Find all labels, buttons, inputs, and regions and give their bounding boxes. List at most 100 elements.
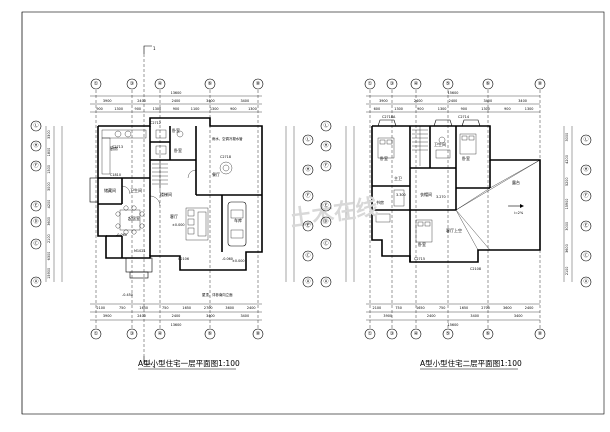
plan2-dim-bottom-3: 750 [439, 306, 445, 310]
plan2-title: A型小型住宅二层平面图1:100 [420, 358, 522, 368]
plan1-axis-left-3-circle [30, 200, 42, 212]
plan1-axis-top-3: ⑥ [208, 81, 213, 87]
plan2-room-8: 衣帽间 [420, 191, 432, 197]
plan2-dim-bottom-4: 1650 [460, 306, 469, 310]
plan2-room-4: 卫生间 [434, 141, 446, 147]
plan1-axis-right-3-circle [302, 220, 314, 232]
plan1-axis-left-1-circle [30, 140, 42, 152]
plan1-dim-bottom2-4: 3400 [240, 314, 249, 318]
plan2-dim-side-3: 15900 [565, 199, 569, 210]
plan1-dim-bottom-5: 2700 [204, 306, 213, 310]
plan2-note-5: 3.270 [436, 195, 446, 199]
plan2-axis-left-0-circle [320, 120, 332, 132]
plan1-dim-bottom2-3: 3400 [206, 314, 215, 318]
plan1-axis-bottom-2: ④ [158, 331, 163, 337]
plan2-axis-top-2-circle [410, 78, 422, 90]
plan1-axis-top-2-circle [154, 78, 166, 90]
plan2-axis-left-4-circle [320, 216, 332, 228]
plan1-axis-bottom-1-circle [126, 328, 138, 340]
plan2-axis-left-0: Ⓛ [323, 122, 328, 129]
plan2-note-1: C2714 [458, 115, 469, 119]
plan2-dim-bottom-6: 3600 [503, 306, 512, 310]
plan1-dim-bottom2-0: 3900 [103, 314, 112, 318]
plan2-axis-left-6-circle [320, 276, 332, 288]
plan1-axis-bottom-3: ⑥ [208, 331, 213, 337]
plan1-title: A型小型住宅一层平面图1:100 [138, 358, 240, 368]
plan1-axis-bottom-4-circle [252, 328, 264, 340]
plan1-dim-bottom-total: 13600 [171, 323, 182, 327]
plan1-axis-right-0: Ⓛ [305, 136, 310, 143]
plan1-axis-right-1-circle [302, 164, 314, 176]
plan2-axis-left-1-circle [320, 140, 332, 152]
plan2-dim-side-4: 3000 [565, 222, 569, 231]
plan1-dim-bottom-6: 3600 [225, 306, 234, 310]
plan1-axis-left-6: Ⓐ [33, 278, 38, 285]
plan2-dim-top2-3: 1300 [438, 107, 447, 111]
plan2-axis-left-5-circle [320, 238, 332, 250]
plan2-dim-top2-0: 600 [374, 107, 380, 111]
plan2-dim-bottom-2: 1650 [416, 306, 425, 310]
plan2-axis-top-4: ⑥ [486, 81, 491, 87]
plan1-axis-right-4-circle [302, 250, 314, 262]
plan1-section-mark: 1 [153, 46, 156, 51]
plan2-note-3: C2108 [470, 267, 481, 271]
plan1-dim-top-0: 3900 [103, 99, 112, 103]
plan1-dim-side-8: 15900 [47, 268, 51, 279]
plan1-room-3: 储藏间 [104, 187, 116, 193]
plan2-dim-bottom-7: 2400 [525, 306, 534, 310]
plan1-axis-top-4: ⑧ [256, 81, 261, 87]
plan2-dim-bottom-total: 15600 [448, 323, 459, 327]
plan1-axis-bottom-0-circle [90, 328, 102, 340]
plan1-room-0: 厨房 [110, 145, 118, 151]
plan1-axis-left-1: Ⓗ [33, 142, 38, 149]
plan2-axis-top-4-circle [482, 78, 494, 90]
plan1-note-12: 屋顶，详参南向立面 [202, 292, 233, 297]
plan1-note-4: C1810 [110, 173, 121, 177]
plan2-axis-right-4-circle [580, 250, 592, 262]
plan1-dim-top2-1: 1300 [114, 107, 123, 111]
plan2-axis-right-4: Ⓒ [583, 252, 588, 259]
plan2-dim-top-3: 3400 [483, 99, 492, 103]
plan1-dim-side-7: 6300 [47, 252, 51, 261]
plan1-axis-right-3: Ⓔ [305, 222, 310, 229]
plan1-axis-bottom-2-circle [154, 328, 166, 340]
plan1-dim-bottom2-2: 2400 [172, 314, 181, 318]
plan1-dim-top-1: 2400 [137, 99, 146, 103]
plan2-axis-bottom-2: ④ [414, 331, 419, 337]
plan1-dim-side-0: 3300 [47, 130, 51, 139]
plan2-axis-top-1: ③ [390, 81, 394, 87]
plan1-note-3: C2718 [220, 155, 231, 159]
plan2-dim-top-total: 15600 [448, 91, 459, 95]
plan2-dim-side-0: 3000 [565, 133, 569, 142]
plan1-note-8: -0.060 [222, 257, 233, 261]
plan1-note-5: ±0.000 [172, 223, 185, 227]
plan2-axis-right-1: Ⓗ [583, 166, 588, 173]
plan1-axis-left-3: Ⓔ [33, 202, 38, 209]
plan1-axis-top-4-circle [252, 78, 264, 90]
plan2-axis-bottom-2-circle [410, 328, 422, 340]
plan1-dim-top-3: 3400 [206, 99, 215, 103]
plan2-axis-right-2: Ⓕ [583, 192, 588, 199]
plan1-dim-top-2: 2400 [172, 99, 181, 103]
plan2-note-2: C2715 [414, 257, 425, 261]
plan1-dim-bottom-1: 750 [119, 306, 125, 310]
plan2-axis-bottom-1-circle [386, 328, 398, 340]
plan1-note-11: C2106 [178, 257, 189, 261]
plan1-dim-side-5: 3600 [47, 217, 51, 226]
plan2-dim-top2-5: 1300 [481, 107, 490, 111]
plan1-dim-top2-6: 1300 [210, 107, 219, 111]
plan2-dim-bottom2-3: 3400 [514, 314, 523, 318]
plan2-dim-bottom-1: 750 [395, 306, 401, 310]
plan2-axis-top-5-circle [534, 78, 546, 90]
plan2-axis-right-3: Ⓔ [583, 222, 588, 229]
plan1-dim-top2-3: 1300 [153, 107, 162, 111]
plan1-axis-right-4: Ⓒ [305, 252, 310, 259]
plan1-axis-left-4-circle [30, 216, 42, 228]
plan1-axis-right-0-circle [302, 134, 314, 146]
plan2-axis-bottom-5: ⑧ [538, 331, 543, 337]
plan1-dim-top-total: 13600 [171, 91, 182, 95]
plan1-dim-side-6: 2100 [47, 234, 51, 243]
plan1-room-4: 客厅 [170, 213, 178, 219]
plan2-room-7: 主卫 [394, 175, 402, 181]
